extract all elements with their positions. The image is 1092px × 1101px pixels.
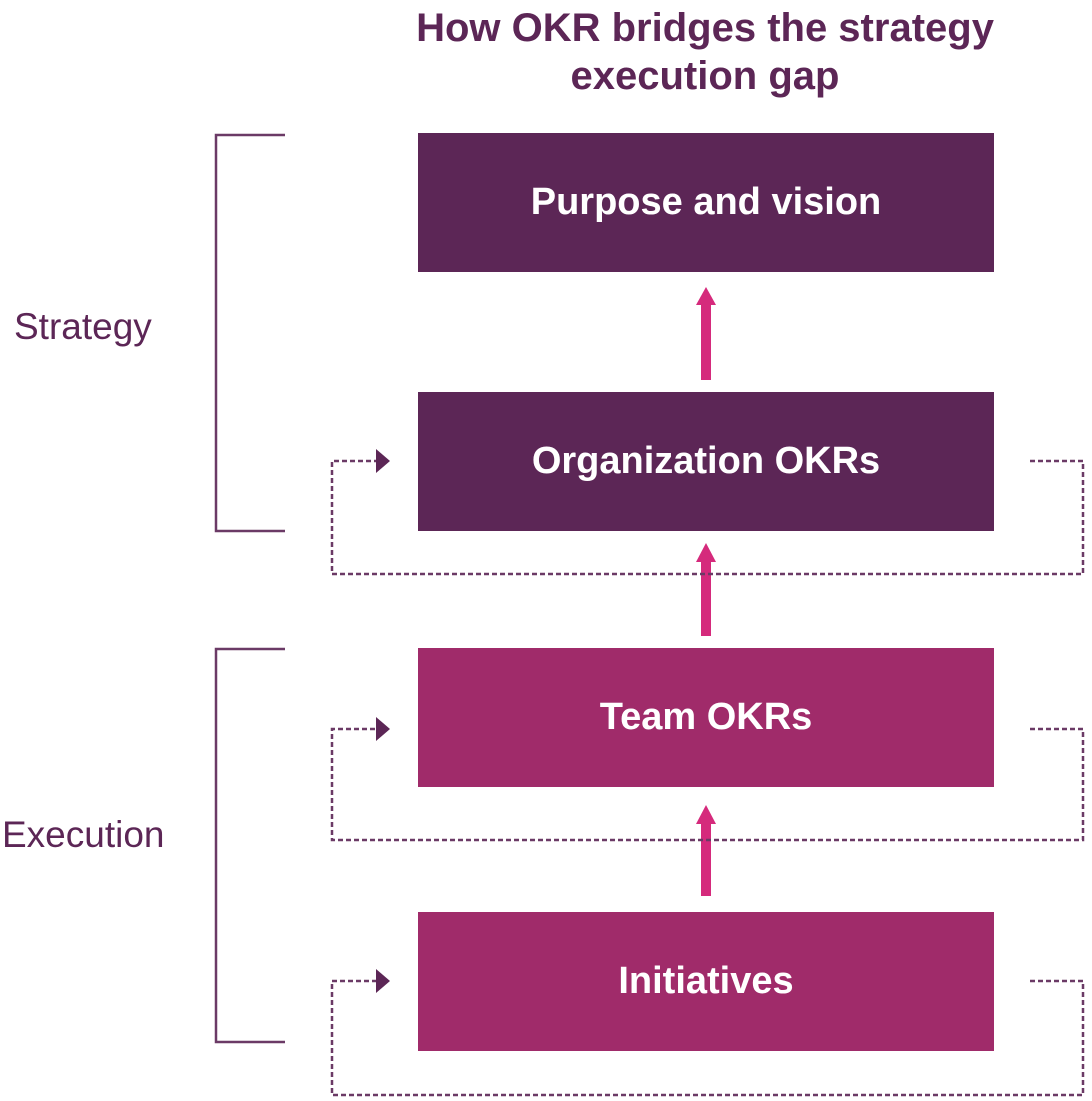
arrow-right-icon — [376, 969, 390, 993]
box-initiatives: Initiatives — [418, 912, 994, 1051]
box-team-okrs: Team OKRs — [418, 648, 994, 787]
execution-bracket — [214, 647, 285, 1044]
group-label-execution: Execution — [2, 814, 165, 855]
group-label-strategy: Strategy — [14, 306, 152, 347]
strategy-bracket — [214, 133, 285, 533]
arrow-up-icon — [696, 287, 716, 380]
feedback-loop-team — [330, 717, 1085, 842]
box-label: Organization OKRs — [531, 440, 881, 482]
box-label: Initiatives — [618, 960, 794, 1002]
box-label: Team OKRs — [599, 696, 813, 738]
arrow-right-icon — [376, 717, 390, 741]
diagram-title: How OKR bridges the strategy execution g… — [380, 4, 1030, 100]
box-label: Purpose and vision — [530, 181, 882, 223]
box-organization-okrs: Organization OKRs — [418, 392, 994, 531]
feedback-loop-initiatives — [330, 969, 1085, 1097]
arrow-up-icon — [696, 543, 716, 636]
title-line-1: How OKR bridges the strategy — [416, 6, 994, 50]
title-line-2: execution gap — [570, 54, 840, 98]
feedback-loop-organization — [330, 449, 1085, 576]
box-purpose-and-vision: Purpose and vision — [418, 133, 994, 272]
arrow-up-icon — [696, 805, 716, 896]
arrow-right-icon — [376, 449, 390, 473]
